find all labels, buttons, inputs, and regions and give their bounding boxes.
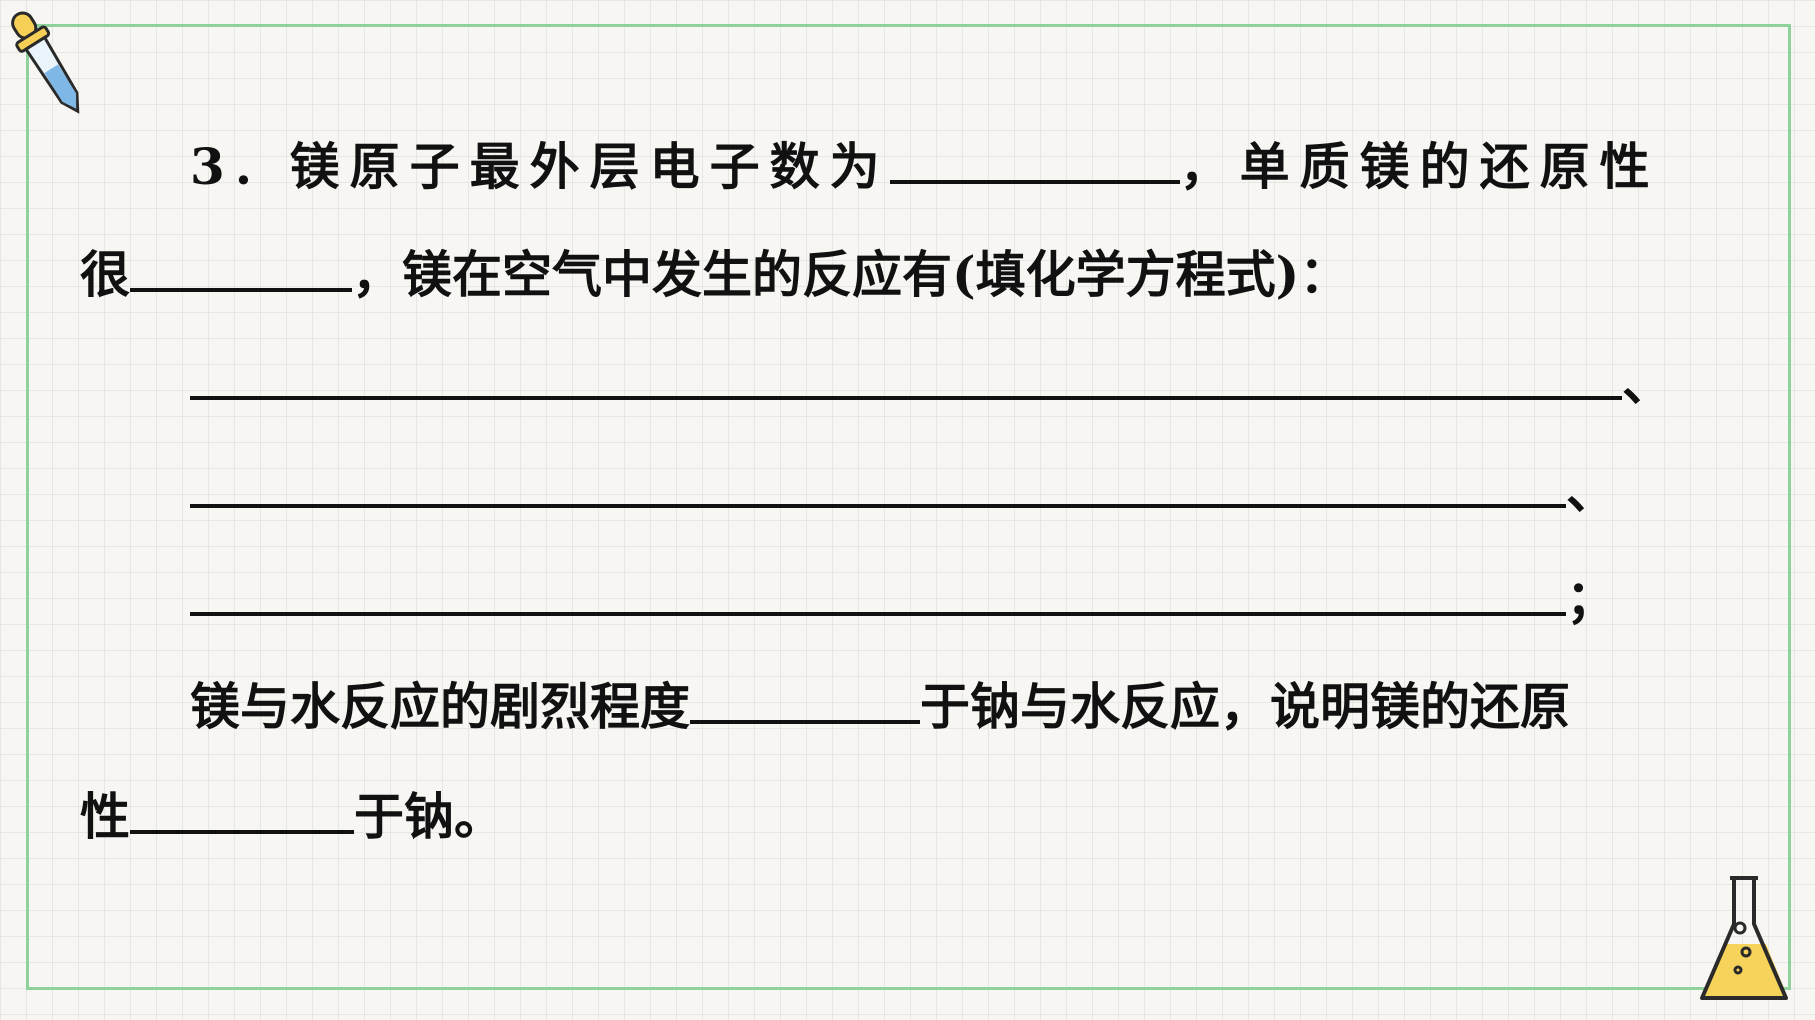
reducibility-compare-blank[interactable] (130, 784, 354, 834)
question-text-7-head: 性 (80, 787, 130, 846)
equation-blank-1[interactable] (190, 350, 1622, 400)
question-text-2: 镁在空气中发生的反应有(填化学方程式)： (402, 245, 1350, 304)
question-line-6: 镁与水反应的剧烈程度 于钠与水反应，说明镁的还原 (190, 674, 1570, 736)
answer-line-2: 、 (190, 458, 1616, 520)
answer-line-3: ； (190, 566, 1616, 628)
flask-icon (1700, 876, 1788, 1000)
question-text-1: 镁原子最外层电子数为 (289, 137, 890, 196)
reducibility-blank[interactable] (130, 242, 352, 292)
dropper-icon (11, 11, 80, 114)
comma-2: ， (352, 245, 402, 304)
severity-blank[interactable] (690, 674, 920, 724)
answer-end-1: 、 (1622, 353, 1672, 412)
comma-1: ， (1179, 137, 1240, 196)
equation-blank-3[interactable] (190, 566, 1566, 616)
answer-line-1: 、 (190, 350, 1672, 412)
answer-end-2: 、 (1566, 461, 1616, 520)
outer-electrons-blank[interactable] (889, 134, 1180, 184)
question-number: 3. (190, 137, 263, 196)
question-text-6-tail: 于钠与水反应，说明镁的还原 (920, 677, 1570, 736)
question-text-7-tail: 于钠。 (354, 787, 504, 846)
question-text-1-tail: 单质镁的还原性 (1239, 137, 1660, 196)
equation-blank-2[interactable] (190, 458, 1566, 508)
question-line-2: 很 ，镁在空气中发生的反应有(填化学方程式)： (80, 242, 1350, 304)
question-text-2-head: 很 (80, 245, 130, 304)
question-text-6: 镁与水反应的剧烈程度 (190, 677, 690, 736)
page-frame (26, 24, 1791, 990)
question-line-7: 性 于钠。 (80, 784, 504, 846)
question-line-1: 3. 镁原子最外层电子数为 ，单质镁的还原性 (190, 134, 1660, 196)
answer-end-3: ； (1566, 569, 1616, 628)
